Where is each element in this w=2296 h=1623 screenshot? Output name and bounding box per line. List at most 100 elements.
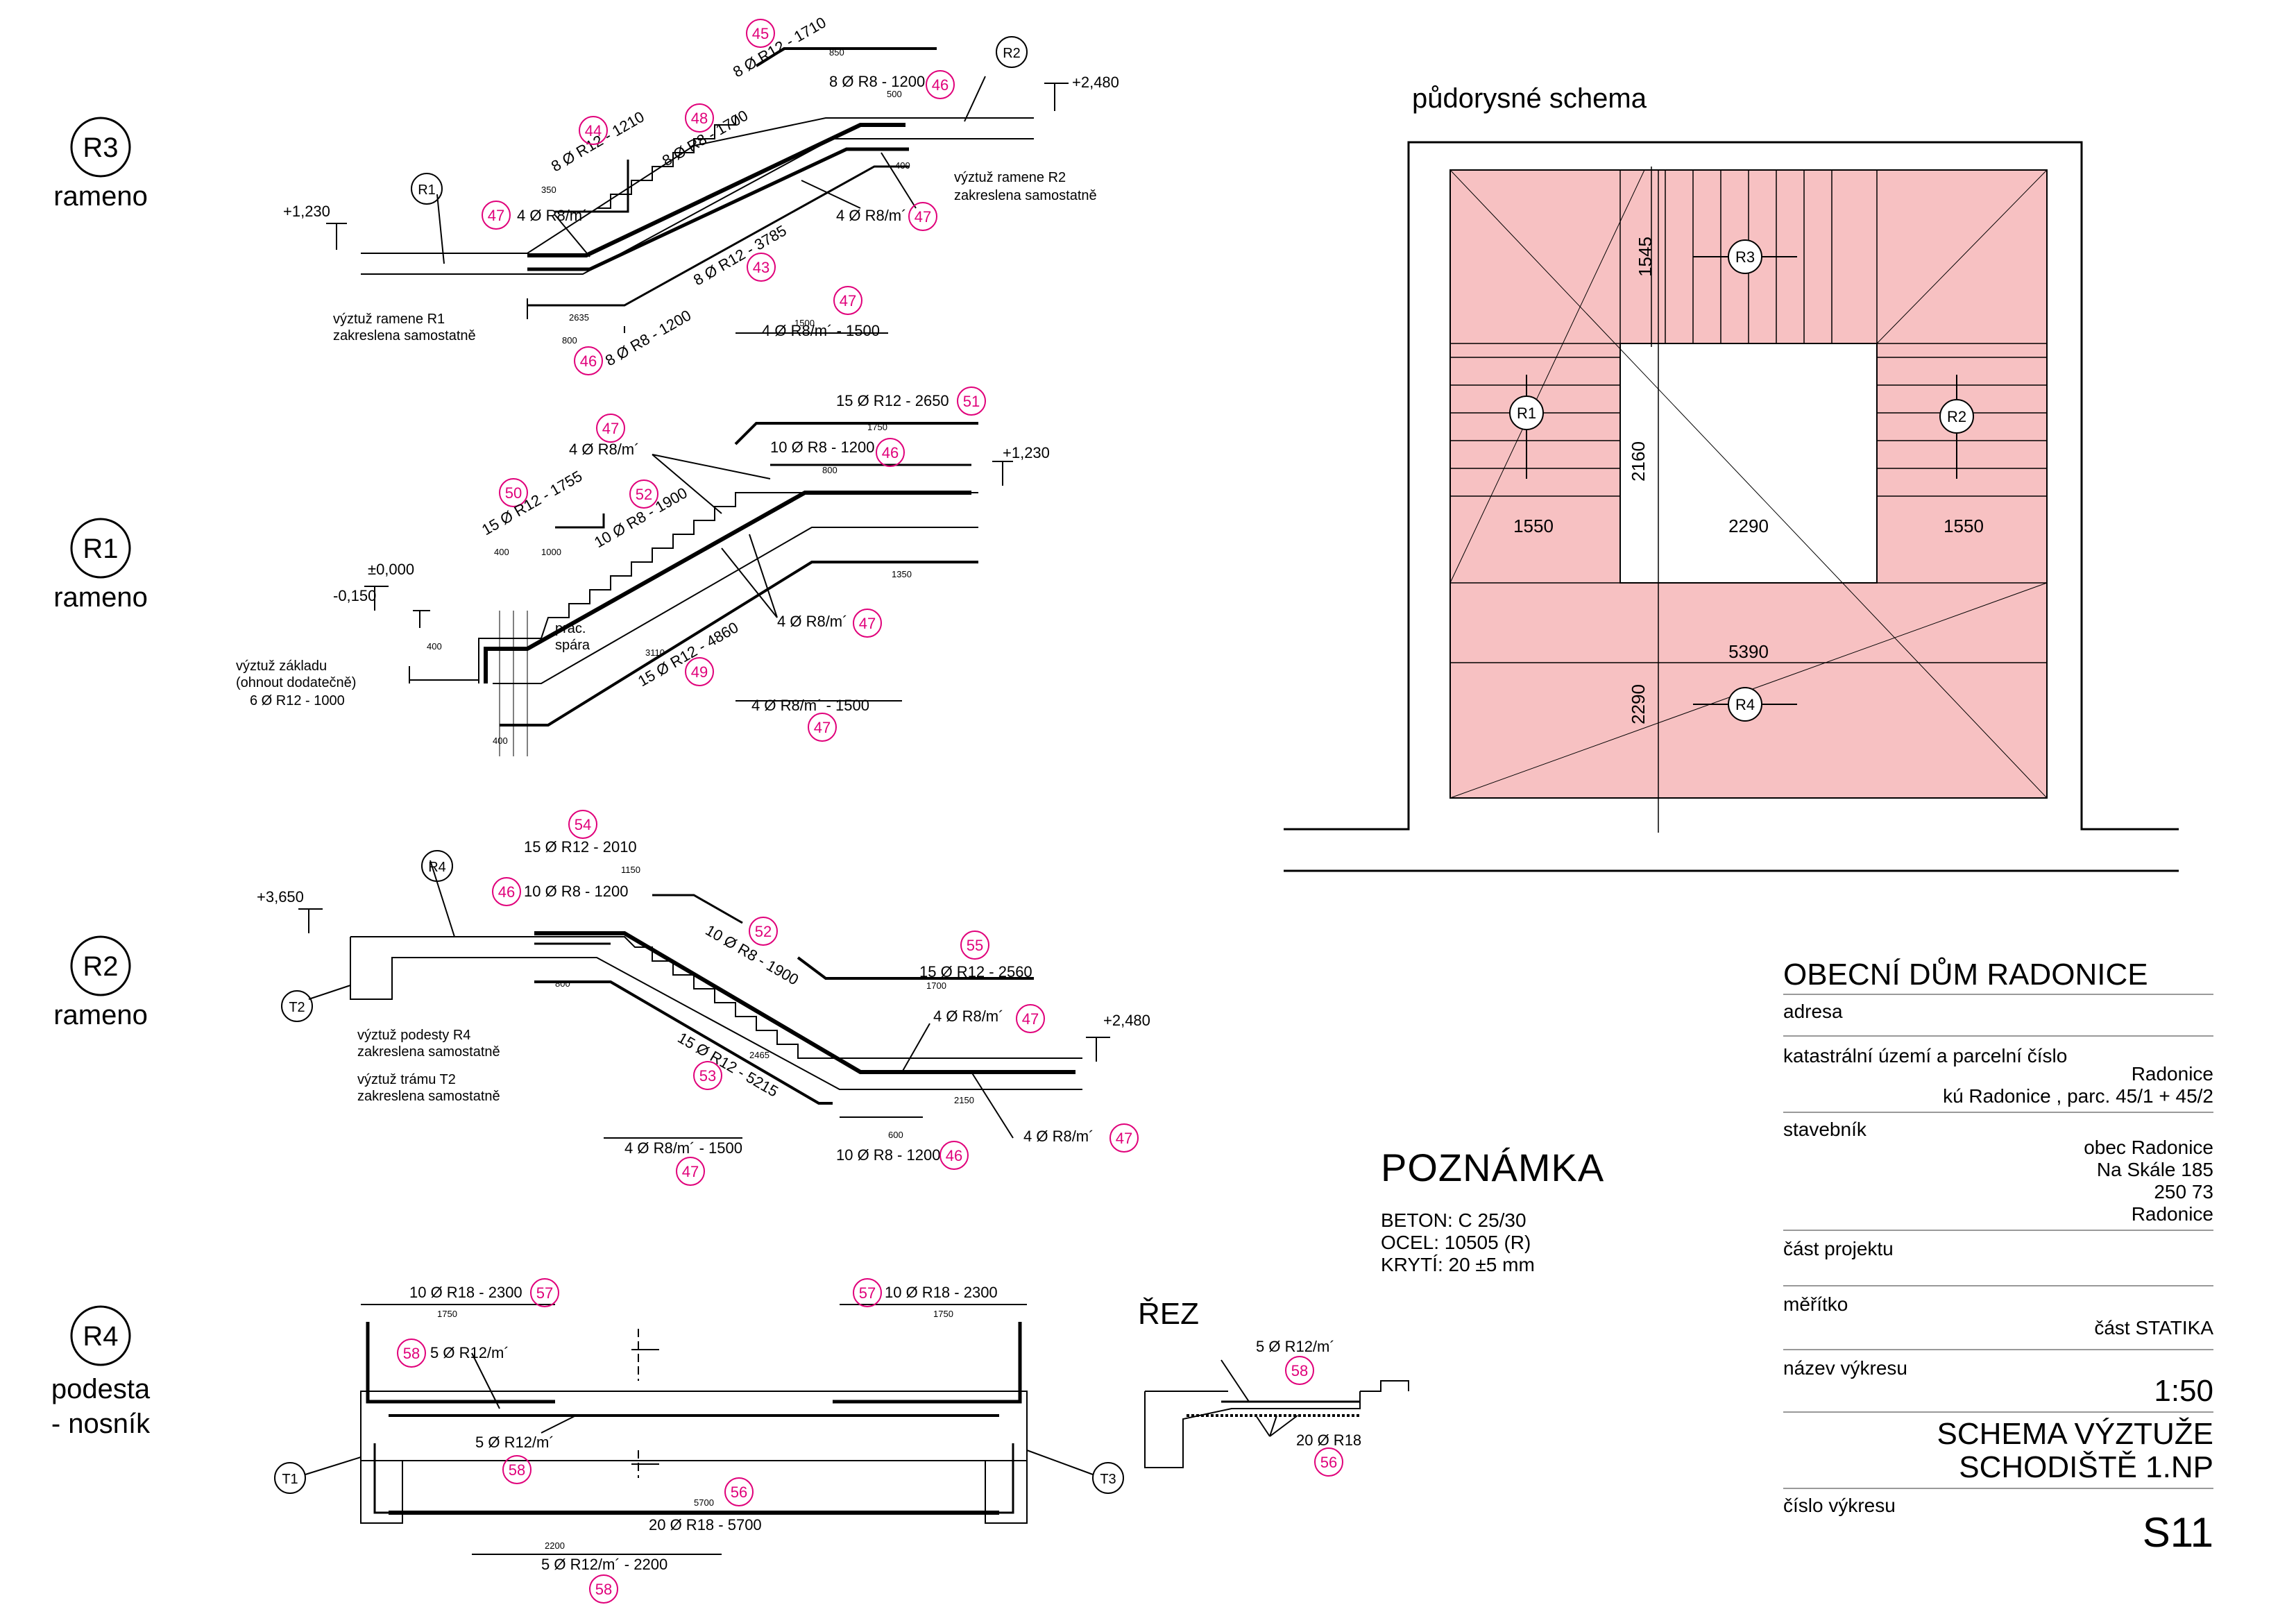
svg-text:15 Ø R12 - 2010: 15 Ø R12 - 2010 [524, 838, 637, 856]
svg-text:56: 56 [731, 1484, 747, 1501]
svg-text:rameno: rameno [53, 582, 148, 613]
svg-text:výztuž základu: výztuž základu [236, 658, 327, 674]
svg-text:T2: T2 [289, 1000, 305, 1015]
drawing-name: SCHODIŠTĚ 1.NP [1959, 1450, 2213, 1484]
svg-text:5 Ø R12/m´ - 2200: 5 Ø R12/m´ - 2200 [541, 1556, 667, 1573]
svg-text:2200: 2200 [545, 1540, 565, 1551]
note-line: BETON: C 25/30 [1381, 1209, 1527, 1231]
svg-text:8 Ø R12 - 1710: 8 Ø R12 - 1710 [730, 13, 829, 80]
section-label-r1: R1 rameno [53, 518, 148, 613]
svg-text:58: 58 [509, 1461, 525, 1479]
svg-text:53: 53 [699, 1067, 716, 1085]
investor-label: stavebník [1783, 1119, 1866, 1140]
svg-text:8 Ø R12 - 3785: 8 Ø R12 - 3785 [690, 221, 790, 289]
svg-text:zakreslena samostatně: zakreslena samostatně [954, 188, 1097, 203]
svg-text:1750: 1750 [437, 1309, 457, 1319]
svg-text:800: 800 [822, 465, 837, 475]
section-cut [1144, 1359, 1409, 1468]
svg-text:56: 56 [1320, 1454, 1337, 1471]
title-block: OBECNÍ DŮM RADONICE adresa katastrální ú… [1783, 944, 2213, 1568]
svg-text:výztuž podesty R4: výztuž podesty R4 [357, 1028, 470, 1043]
svg-text:15 Ø R12 - 5215: 15 Ø R12 - 5215 [675, 1029, 781, 1101]
svg-text:4 Ø R8/m´: 4 Ø R8/m´ [569, 441, 639, 458]
svg-text:10 Ø R8 - 1200: 10 Ø R8 - 1200 [770, 439, 874, 456]
landing-r4-text: T1 T3 10 Ø R18 - 2300 57 57 10 Ø R18 - 2… [282, 1278, 1116, 1604]
svg-text:4 Ø R8/m´ - 1500: 4 Ø R8/m´ - 1500 [762, 322, 880, 339]
drawing-name: SCHEMA VÝZTUŽE [1937, 1417, 2214, 1451]
drawing-name-label: název výkresu [1783, 1357, 1907, 1379]
svg-text:46: 46 [580, 352, 597, 370]
svg-text:600: 600 [888, 1130, 903, 1140]
svg-text:10 Ø R18 - 2300: 10 Ø R18 - 2300 [409, 1284, 522, 1301]
svg-text:+3,650: +3,650 [257, 888, 304, 906]
svg-text:4 Ø R8/m´: 4 Ø R8/m´ [836, 207, 906, 224]
svg-text:800: 800 [555, 978, 570, 989]
investor-value: Na Skále 185 [2096, 1159, 2213, 1180]
svg-text:5 Ø R12/m´: 5 Ø R12/m´ [1256, 1338, 1335, 1355]
svg-text:57: 57 [536, 1284, 553, 1302]
svg-text:1750: 1750 [867, 422, 887, 432]
landing-r4 [274, 1304, 1124, 1555]
flight-r1-text: ±0,000 -0,150 +1,230 15 Ø R12 - 2650 51 … [236, 386, 1050, 746]
svg-text:1545: 1545 [1635, 237, 1656, 277]
address-label: adresa [1783, 1001, 1843, 1022]
svg-text:spára: spára [555, 638, 590, 653]
svg-text:55: 55 [967, 937, 983, 954]
svg-text:R3: R3 [83, 133, 118, 163]
svg-text:52: 52 [755, 923, 772, 940]
project-name: OBECNÍ DŮM RADONICE [1783, 958, 2148, 992]
svg-text:47: 47 [682, 1163, 699, 1180]
svg-text:zakreslena samostatně: zakreslena samostatně [333, 328, 476, 343]
svg-text:47: 47 [1022, 1010, 1039, 1028]
svg-text:půdorysné schema: půdorysné schema [1412, 83, 1647, 114]
svg-text:R3: R3 [1735, 248, 1755, 266]
part-value: část STATIKA [2094, 1317, 2213, 1339]
svg-text:800: 800 [562, 335, 577, 346]
svg-text:45: 45 [752, 25, 769, 42]
svg-text:6 Ø R12 - 1000: 6 Ø R12 - 1000 [250, 693, 345, 708]
svg-text:4 Ø R8/m´: 4 Ø R8/m´ [1023, 1128, 1094, 1145]
svg-text:4 Ø R8/m´: 4 Ø R8/m´ [933, 1008, 1003, 1025]
scale-value: 1:50 [2154, 1374, 2213, 1408]
svg-text:2150: 2150 [954, 1095, 974, 1105]
svg-text:8 Ø R8 - 1200: 8 Ø R8 - 1200 [829, 73, 925, 90]
section-label-r2: R2 rameno [53, 935, 148, 1030]
svg-text:47: 47 [814, 719, 831, 736]
drawing-number: S11 [2142, 1509, 2213, 1556]
svg-text:R4: R4 [1735, 696, 1755, 713]
svg-text:4 Ø R8/m´: 4 Ø R8/m´ [517, 207, 587, 224]
svg-text:47: 47 [859, 615, 876, 632]
drawing-number-label: číslo výkresu [1783, 1495, 1896, 1516]
svg-text:50: 50 [505, 484, 522, 502]
section-label-r3: R3 rameno [53, 117, 148, 212]
svg-text:58: 58 [1291, 1362, 1308, 1379]
svg-text:350: 350 [541, 185, 556, 195]
svg-text:R2: R2 [1947, 408, 1966, 425]
svg-text:2635: 2635 [569, 312, 589, 323]
svg-text:49: 49 [691, 663, 708, 681]
svg-text:51: 51 [963, 393, 980, 410]
investor-value: 250 73 [2154, 1181, 2213, 1203]
svg-text:prac.: prac. [555, 621, 586, 636]
cadastre-value: kú Radonice , parc. 45/1 + 45/2 [1943, 1085, 2213, 1107]
svg-text:500: 500 [887, 89, 902, 99]
svg-text:3110: 3110 [645, 647, 665, 658]
svg-text:1150: 1150 [621, 865, 640, 875]
flight-r1 [364, 422, 1013, 756]
svg-text:46: 46 [932, 76, 949, 94]
svg-text:58: 58 [403, 1345, 420, 1362]
svg-text:- nosník: - nosník [51, 1409, 151, 1439]
svg-text:1000: 1000 [541, 547, 561, 557]
svg-text:1700: 1700 [926, 980, 946, 991]
svg-text:podesta: podesta [51, 1374, 151, 1404]
note-title: POZNÁMKA [1381, 1146, 1605, 1189]
svg-text:400: 400 [494, 547, 509, 557]
svg-text:výztuž ramene R2: výztuž ramene R2 [954, 170, 1066, 185]
svg-text:rameno: rameno [53, 1000, 148, 1030]
svg-text:15 Ø R12 - 2650: 15 Ø R12 - 2650 [836, 392, 949, 409]
svg-text:46: 46 [498, 883, 515, 901]
svg-text:5390: 5390 [1728, 641, 1769, 662]
svg-text:58: 58 [595, 1581, 612, 1598]
svg-text:47: 47 [915, 208, 931, 226]
svg-text:46: 46 [946, 1147, 962, 1164]
